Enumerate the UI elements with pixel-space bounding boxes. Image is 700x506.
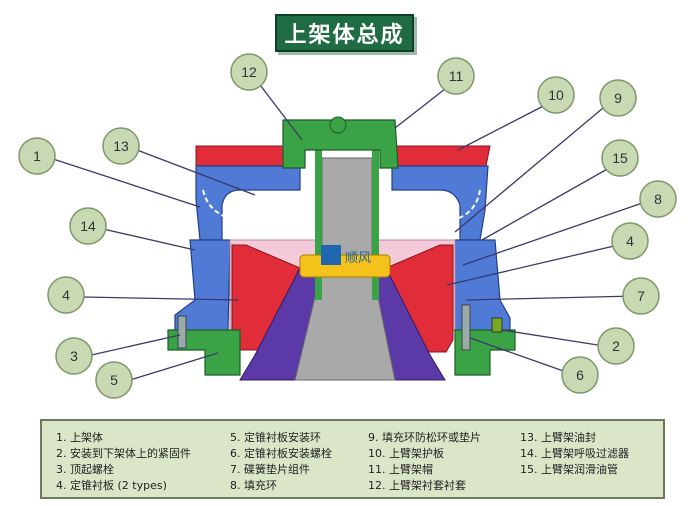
svg-text:13: 13: [113, 138, 129, 154]
parts-legend: 1. 上架体 2. 安装到下架体上的紧固件 3. 顶起螺栓 4. 定锥衬板 (2…: [40, 419, 665, 499]
svg-text:3: 3: [70, 348, 78, 364]
svg-text:11: 11: [449, 68, 464, 84]
company-logo: 顺风: [321, 245, 371, 266]
callout-2: 2: [597, 327, 635, 365]
legend-col-1: 1. 上架体 2. 安装到下架体上的紧固件 3. 顶起螺栓 4. 定锥衬板 (2…: [56, 430, 191, 494]
callout-15: 15: [601, 139, 639, 177]
callout-6: 6: [561, 356, 599, 394]
svg-text:2: 2: [612, 338, 620, 354]
callout-4-left: 4: [47, 276, 85, 314]
svg-text:12: 12: [241, 64, 257, 80]
legend-item: 14. 上臂架呼吸过滤器: [520, 447, 629, 460]
svg-text:14: 14: [80, 218, 96, 234]
legend-item: 10. 上臂架护板: [368, 447, 444, 460]
cap-lifting-eye: [329, 116, 347, 134]
legend-item: 5. 定锥衬板安装环: [230, 431, 321, 444]
legend-item: 7. 碟簧垫片组件: [230, 463, 310, 476]
svg-text:4: 4: [626, 233, 634, 249]
callout-7: 7: [622, 277, 660, 315]
svg-text:1: 1: [33, 148, 41, 164]
legend-item: 4. 定锥衬板 (2 types): [56, 479, 167, 492]
liner-bolt: [461, 304, 471, 351]
svg-text:15: 15: [612, 150, 628, 166]
legend-item: 8. 填充环: [230, 479, 277, 492]
legend-item: 13. 上臂架油封: [520, 431, 596, 444]
svg-text:4: 4: [62, 287, 70, 303]
callout-8: 8: [639, 180, 677, 218]
svg-text:5: 5: [110, 372, 118, 388]
legend-item: 1. 上架体: [56, 431, 103, 444]
legend-item: 2. 安装到下架体上的紧固件: [56, 447, 191, 460]
legend-col-2: 5. 定锥衬板安装环 6. 定锥衬板安装螺栓 7. 碟簧垫片组件 8. 填充环: [230, 430, 332, 494]
leader-lines: [49, 76, 652, 381]
callout-10: 10: [537, 76, 575, 114]
legend-item: 11. 上臂架帽: [368, 463, 433, 476]
diagram-title: 上架体总成: [275, 14, 414, 52]
svg-text:9: 9: [614, 90, 622, 106]
callout-5: 5: [95, 361, 133, 399]
legend-col-3: 9. 填充环防松环或垫片 10. 上臂架护板 11. 上臂架帽 12. 上臂架衬…: [368, 430, 481, 494]
legend-item: 12. 上臂架衬套衬套: [368, 479, 466, 492]
legend-item: 9. 填充环防松环或垫片: [368, 431, 481, 444]
legend-item: 3. 顶起螺栓: [56, 463, 114, 476]
callout-1: 1: [18, 137, 56, 175]
callout-9: 9: [599, 79, 637, 117]
legend-col-4: 13. 上臂架油封 14. 上臂架呼吸过滤器 15. 上臂架润滑油管: [520, 430, 629, 478]
svg-text:10: 10: [548, 87, 564, 103]
legend-item: 6. 定锥衬板安装螺栓: [230, 447, 332, 460]
arm-cap: [282, 119, 399, 169]
spider-bushing: [315, 150, 379, 300]
legend-item: 15. 上臂架润滑油管: [520, 463, 618, 476]
svg-text:顺风: 顺风: [345, 251, 371, 266]
fastener-right: [491, 317, 503, 333]
callout-12: 12: [230, 53, 268, 91]
mounting-flange: [167, 329, 516, 376]
callout-13: 13: [102, 127, 140, 165]
svg-text:7: 7: [637, 288, 645, 304]
jacking-bolt: [177, 315, 187, 349]
callout-14: 14: [69, 207, 107, 245]
callout-11: 11: [437, 57, 475, 95]
callout-3: 3: [55, 337, 93, 375]
svg-text:8: 8: [654, 191, 662, 207]
callout-4-right: 4: [611, 222, 649, 260]
svg-text:6: 6: [576, 367, 584, 383]
